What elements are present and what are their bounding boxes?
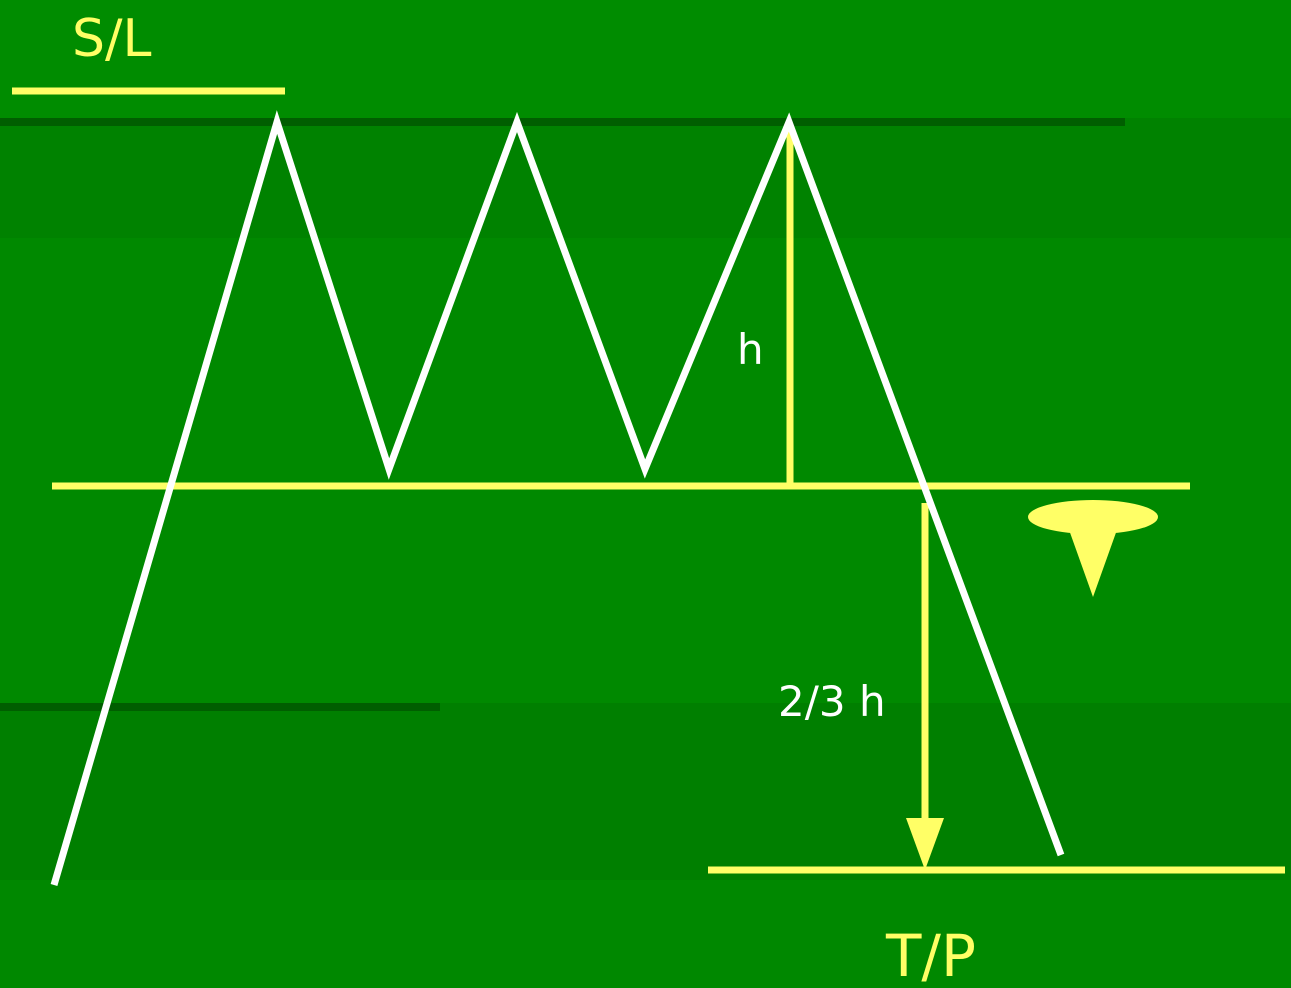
- target-arrow-head: [906, 818, 944, 870]
- price-path-line: [50, 110, 1065, 886]
- target-distance-label: 2/3 h: [778, 677, 886, 726]
- take-profit-label: T/P: [885, 922, 976, 988]
- background-band-bottom: [0, 880, 1291, 988]
- height-label: h: [737, 325, 764, 374]
- background-band-upper: [0, 118, 1291, 238]
- stop-loss-label: S/L: [72, 9, 152, 69]
- sell-arrow-icon: [1028, 500, 1158, 597]
